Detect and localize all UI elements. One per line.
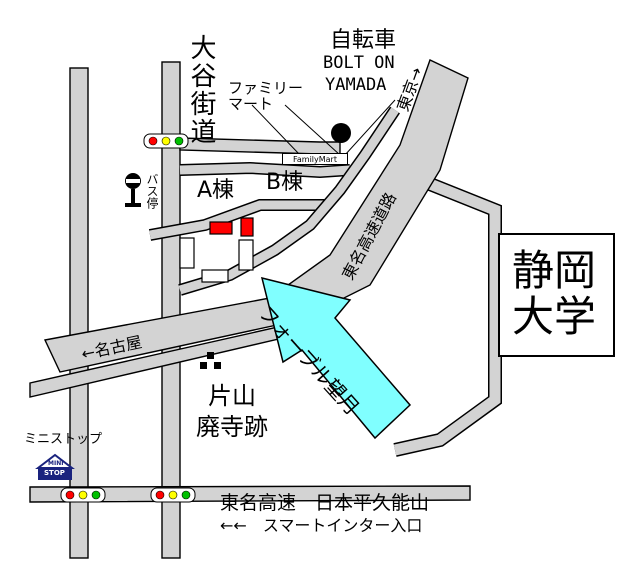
ministop-logo-text-2: STOP xyxy=(44,469,65,477)
university-label-1: 静岡 xyxy=(512,246,597,295)
building-b-label: B棟 xyxy=(266,170,304,195)
family-mart-label: ファミリー マート xyxy=(228,79,304,113)
road-bottom-horizontal xyxy=(29,485,471,503)
university-box: 静岡 大学 xyxy=(498,233,615,357)
traffic-light-icon xyxy=(150,487,196,503)
road-campus-2 xyxy=(179,163,351,177)
bus-stop-label: バス停 xyxy=(145,173,159,209)
ministop-logo-text-1: MINI xyxy=(48,460,64,467)
building-outline-1 xyxy=(179,237,195,269)
bus-stop-icon xyxy=(125,173,141,207)
road-left-vertical xyxy=(69,67,89,559)
bike-shop-label-3: YAMADA xyxy=(325,75,387,95)
road-right-outer xyxy=(392,164,501,456)
building-outline-3 xyxy=(201,269,229,283)
ruins-marker-2 xyxy=(200,362,207,369)
road-label-ootani-kaido: 大谷街道 xyxy=(186,34,216,146)
traffic-light-icon xyxy=(143,133,189,149)
road-ootani-kaido xyxy=(161,61,181,559)
university-label-2: 大学 xyxy=(512,292,597,341)
bike-shop-pointer xyxy=(344,99,396,156)
bottom-note-line2: ←← スマートインター入口 xyxy=(220,516,423,535)
bottom-note-line1: 東名高速 日本平久能山 xyxy=(220,492,430,514)
building-a-red xyxy=(209,221,233,235)
ruins-label-1: 片山 xyxy=(208,382,256,410)
road-campus-3 xyxy=(178,107,399,295)
road-campus xyxy=(149,200,330,240)
ministop-logo-icon xyxy=(35,453,75,480)
arrow-icon xyxy=(260,276,412,440)
family-mart-pointer-2 xyxy=(284,104,341,156)
campus-buildings xyxy=(179,217,254,283)
building-a-label: A棟 xyxy=(197,178,235,203)
family-mart-pointer xyxy=(251,104,301,156)
bike-shop-marker xyxy=(331,123,351,143)
road-network xyxy=(29,59,502,559)
bike-shop-label-1: 自転車 xyxy=(330,28,397,53)
traffic-light-icon xyxy=(60,487,106,503)
building-b-red xyxy=(240,217,254,237)
ruins-marker-3 xyxy=(214,362,221,369)
family-mart-sign: FamilyMart xyxy=(282,153,348,165)
ruins-marker-1 xyxy=(207,352,214,359)
ruins-markers xyxy=(200,352,221,369)
building-outline-2 xyxy=(238,239,254,271)
ministop-label: ミニストップ xyxy=(24,432,103,447)
road-tomei-expressway xyxy=(43,59,469,373)
bike-shop-label-2: BOLT ON xyxy=(323,53,395,73)
ruins-label-2: 廃寺跡 xyxy=(196,413,268,441)
